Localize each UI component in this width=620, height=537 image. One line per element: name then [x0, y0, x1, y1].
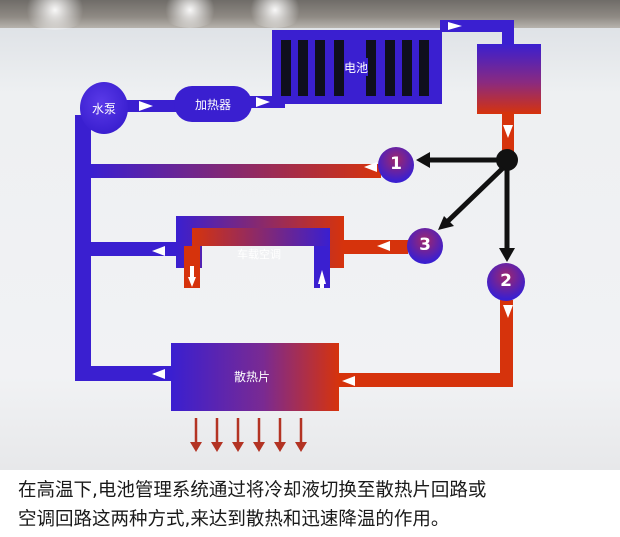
- ac-leg-right: [314, 246, 330, 288]
- battery-label-bg: [344, 58, 368, 76]
- valve-1: [378, 147, 414, 183]
- cooling-system-diagram: [75, 20, 541, 452]
- ac-unit: [192, 228, 330, 246]
- flow-arrows-white: [139, 22, 513, 386]
- valve-2-label: 2: [500, 271, 512, 291]
- radiator: [171, 343, 339, 411]
- valve-3-label: 3: [419, 235, 431, 255]
- pipe-battery-tank: [440, 20, 514, 32]
- pipe-valve3-ac: [340, 240, 408, 254]
- heater-label: 加热器: [194, 98, 231, 112]
- pipe-valve1-left: [91, 164, 381, 178]
- radiator-label: 散热片: [233, 370, 270, 384]
- photo-of-screen: 电池 水泵 加热器 车载空调 散热片 1 3 2: [0, 0, 620, 470]
- water-pump: [80, 82, 128, 134]
- screen-bezel: [0, 0, 620, 28]
- pipe-ac-return: [91, 242, 179, 256]
- coolant-tank: [477, 44, 541, 114]
- pipe-valve2-down: [500, 300, 513, 386]
- flow-arrows-black: [416, 152, 515, 262]
- battery-label: 电池: [343, 61, 368, 75]
- ac-label: 车载空调: [237, 248, 281, 261]
- pipe-to-radiator: [338, 373, 513, 387]
- heat-dissipation-arrows: [190, 418, 307, 452]
- pump-label: 水泵: [91, 102, 116, 116]
- pipe-left-vertical: [75, 115, 91, 381]
- valve-1-label: 1: [390, 154, 402, 174]
- valve-3: [407, 228, 443, 264]
- battery-cells: [281, 40, 429, 96]
- junction-node: [496, 149, 518, 171]
- pipe-radiator-return: [75, 366, 175, 381]
- caption-line-2: 空调回路这两种方式,来达到散热和迅速降温的作用。: [18, 509, 450, 530]
- valve-2: [487, 263, 525, 301]
- light-glare: [160, 0, 220, 28]
- caption-line-1: 在高温下,电池管理系统通过将冷却液切换至散热片回路或: [18, 480, 487, 501]
- light-glare: [245, 0, 305, 28]
- photo-caption: 在高温下,电池管理系统通过将冷却液切换至散热片回路或 空调回路这两种方式,来达到…: [18, 476, 614, 534]
- heater: [174, 86, 252, 122]
